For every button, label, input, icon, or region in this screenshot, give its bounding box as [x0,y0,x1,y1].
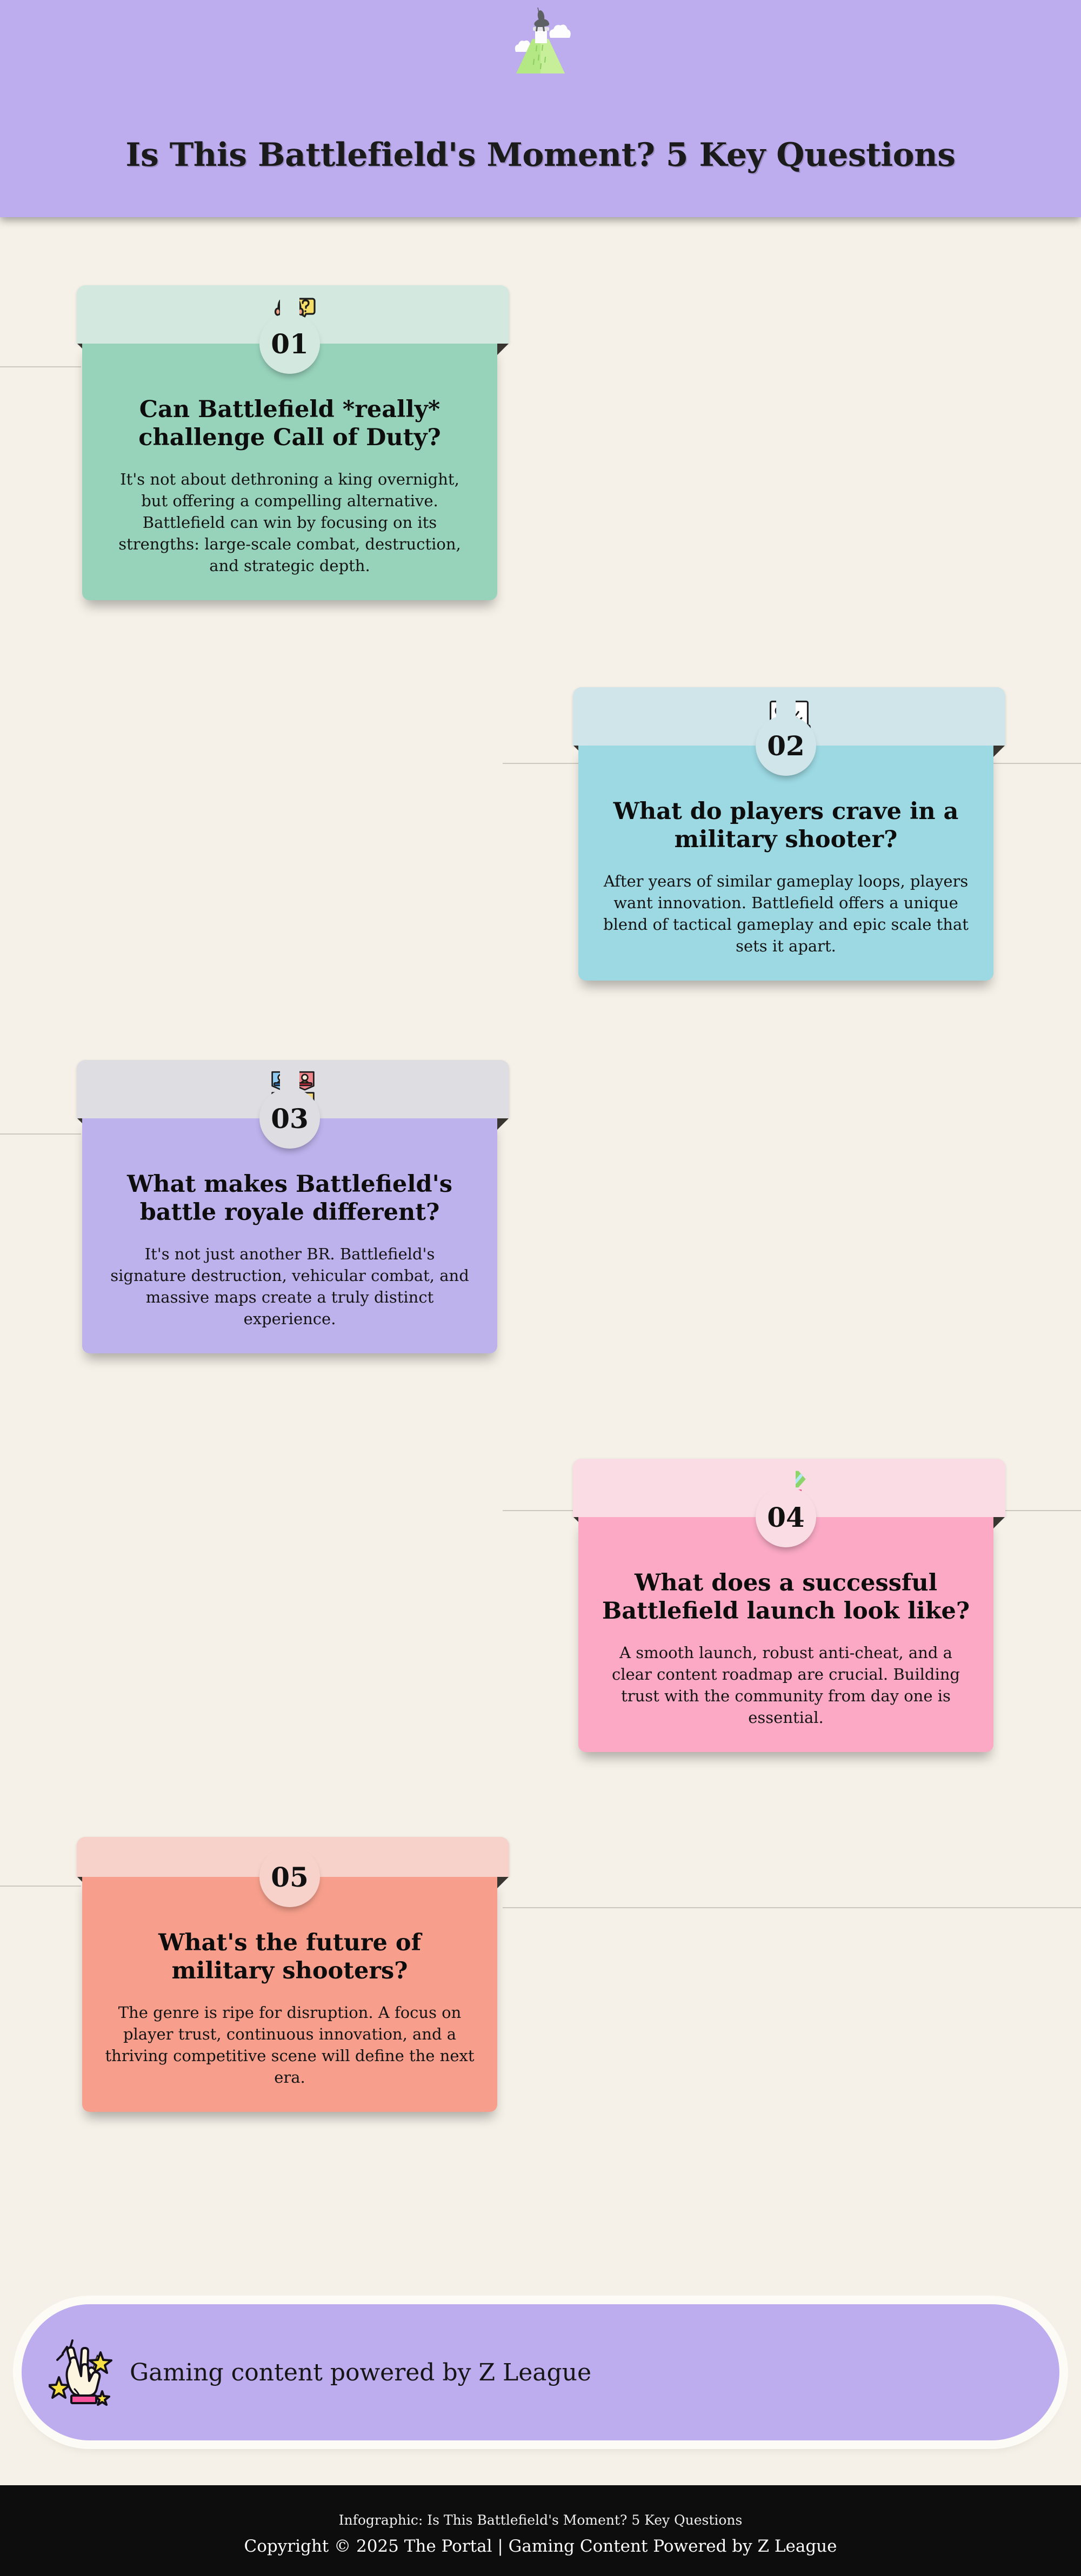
card-question-05: What's the future of military shooters? [158,1929,422,1985]
card-number-badge-05: 05 [259,1847,320,1907]
question-card-05[interactable]: 05 What's the future of military shooter… [77,1837,509,2112]
card-number-badge-01: 01 [259,313,320,374]
question-card-04[interactable]: 04 What does a successful Battlefield la… [573,1459,1005,1752]
page-title: Is This Battlefield's Moment? 5 Key Ques… [125,136,956,174]
question-card-03[interactable]: 03 What makes Battlefield's battle royal… [77,1060,509,1353]
connector-rail-1 [0,366,81,367]
hero-header: Is This Battlefield's Moment? 5 Key Ques… [0,0,1081,217]
card-answer-03: It's not just another BR. Battlefield's … [110,1244,469,1328]
card-answer-04: A smooth launch, robust anti-cheat, and … [612,1643,960,1727]
card-number-badge-02: 02 [756,715,816,776]
statue-on-hill-illustration [515,7,571,73]
card-body-05: 05 What's the future of military shooter… [82,1837,497,2112]
card-answer-02: After years of similar gameplay loops, p… [603,871,969,955]
card-question-03: What makes Battlefield's battle royale d… [127,1171,452,1226]
card-body-01: 01 Can Battlefield *really* challenge Ca… [82,285,497,600]
footer-copyright: Copyright © 2025 The Portal | Gaming Con… [244,2537,837,2556]
card-number-badge-03: 03 [259,1088,320,1149]
footer-infographic-title: Infographic: Is This Battlefield's Momen… [338,2512,743,2528]
card-number-badge-04: 04 [756,1487,816,1547]
card-answer-01: It's not about dethroning a king overnig… [118,469,461,575]
victory-hand-icon [47,2337,119,2407]
promo-banner[interactable]: Gaming content powered by Z League [22,2304,1059,2440]
question-card-01[interactable]: 01 Can Battlefield *really* challenge Ca… [77,285,509,600]
page-footer: Infographic: Is This Battlefield's Momen… [0,2485,1081,2576]
card-question-01: Can Battlefield *really* challenge Call … [138,396,441,452]
card-question-02: What do players crave in a military shoo… [613,798,959,854]
question-card-02[interactable]: 02 What do players crave in a military s… [573,687,1005,981]
card-answer-05: The genre is ripe for disruption. A focu… [105,2003,475,2087]
promo-text: Gaming content powered by Z League [130,2358,592,2386]
connector-rail-5 [0,1886,81,1887]
card-question-04: What does a successful Battlefield launc… [602,1569,970,1625]
card-body-03: 03 What makes Battlefield's battle royal… [82,1060,497,1353]
connector-rail-6 [503,1907,1081,1908]
connector-rail-3 [0,1133,81,1135]
card-body-04: 04 What does a successful Battlefield la… [578,1459,993,1752]
card-body-02: 02 What do players crave in a military s… [578,687,993,981]
